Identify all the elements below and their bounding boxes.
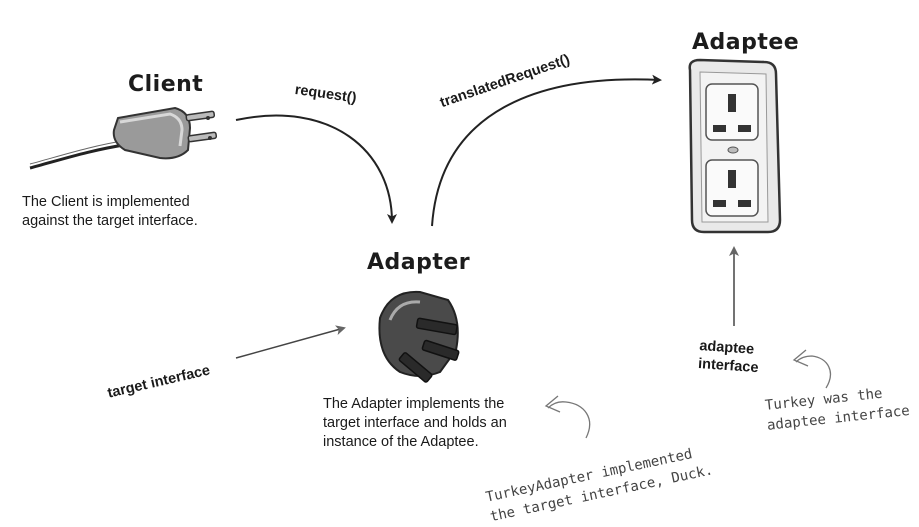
adapter-title: Adapter xyxy=(367,250,471,275)
client-description-line: The Client is implemented xyxy=(22,194,190,210)
adapter-description-line: The Adapter implements the xyxy=(323,396,505,412)
turkey-adapter-note-arrow xyxy=(547,401,591,439)
translated-request-arrow xyxy=(431,74,662,227)
client-title: Client xyxy=(128,72,204,97)
adapter-description: The Adapter implements the target interf… xyxy=(323,395,507,452)
adaptee-title: Adaptee xyxy=(692,30,800,55)
wall-socket-icon xyxy=(688,58,782,234)
adaptee-interface-label: adaptee interface xyxy=(697,337,760,377)
turkey-note-arrow xyxy=(795,355,831,389)
target-interface-arrow xyxy=(235,325,346,359)
turkey-note-arrowhead xyxy=(792,349,809,367)
client-description: The Client is implemented against the ta… xyxy=(22,193,198,231)
client-plug-icon xyxy=(29,106,218,170)
adapter-description-line: target interface and holds an xyxy=(323,415,507,431)
adapter-description-line: instance of the Adaptee. xyxy=(323,434,479,450)
request-arrow xyxy=(235,114,397,224)
turkey-adapter-note-arrowhead xyxy=(544,395,561,413)
client-description-line: against the target interface. xyxy=(22,213,198,229)
adapter-plug-icon xyxy=(378,290,460,383)
